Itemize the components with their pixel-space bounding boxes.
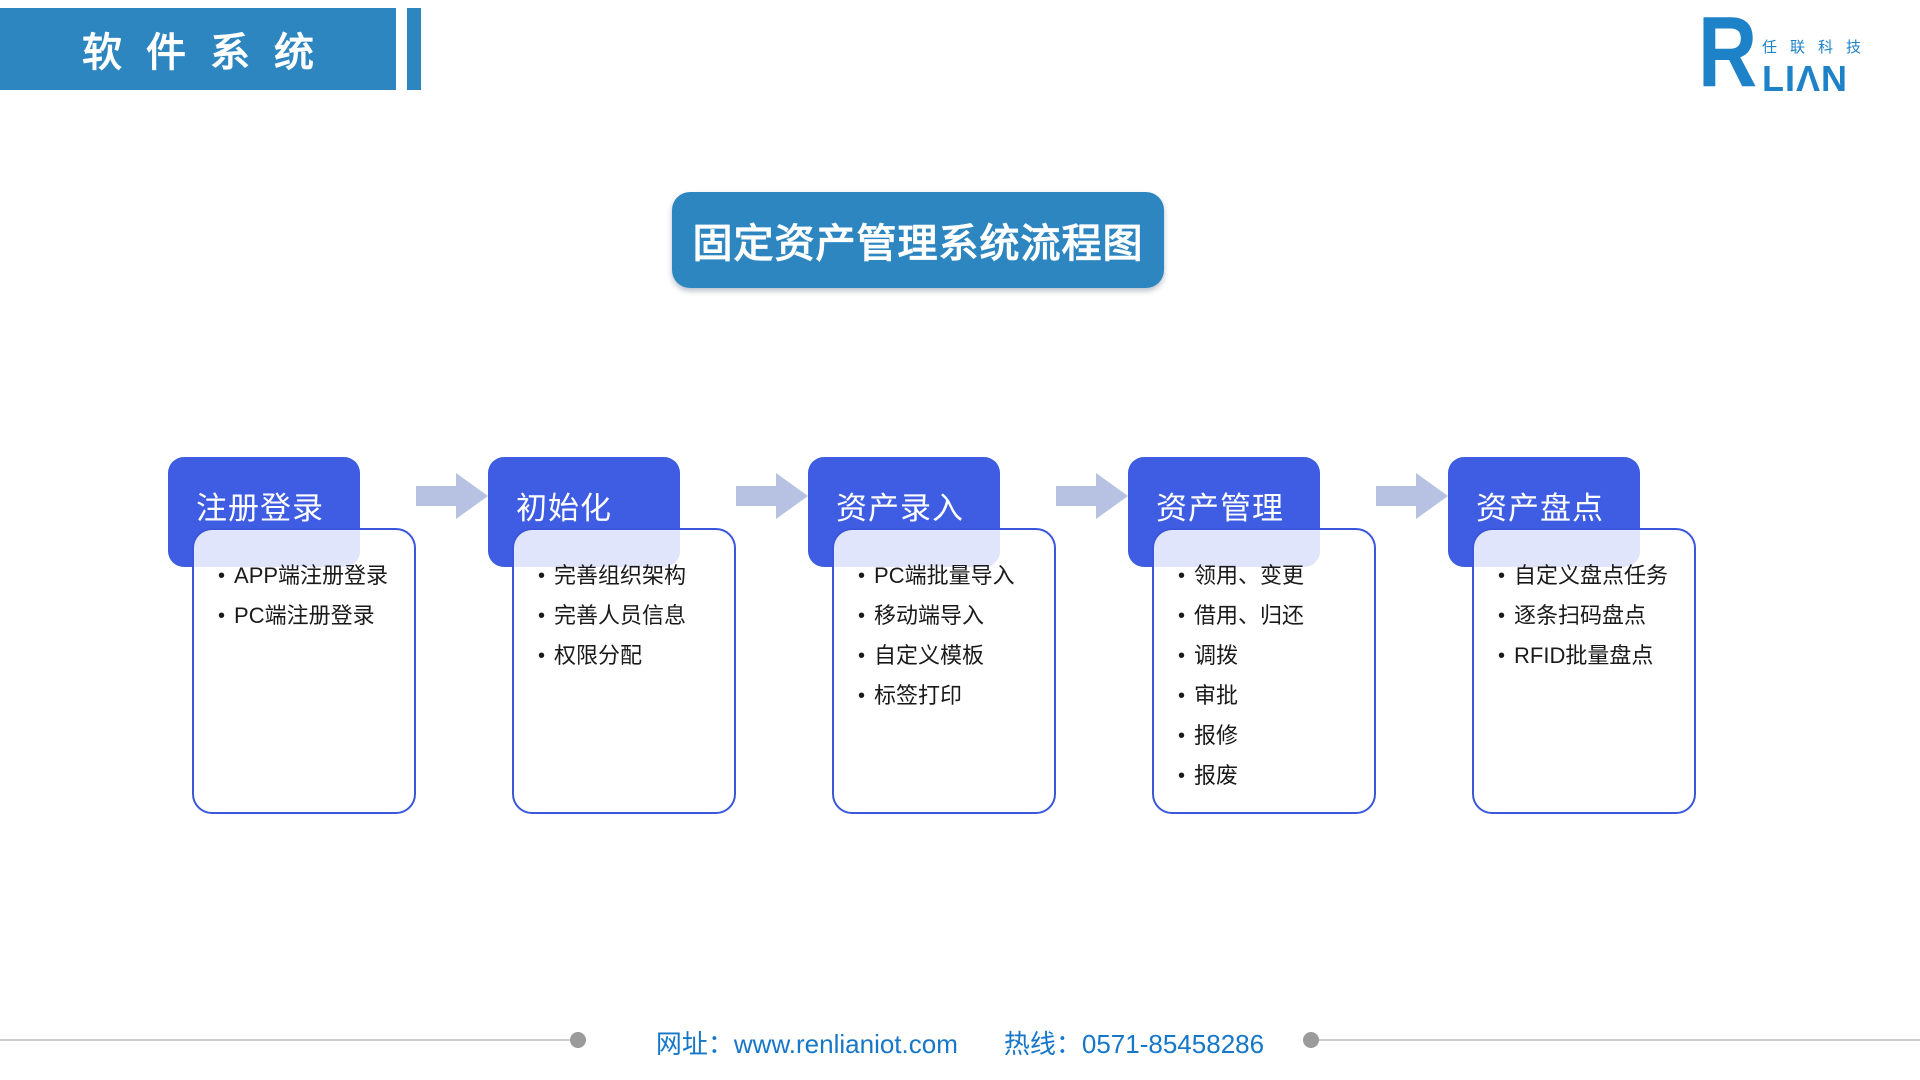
flow-step-item: • 报废: [1178, 756, 1366, 796]
footer-website: 网址：www.renlianiot.com: [655, 1029, 958, 1059]
footer-dot-right: [1303, 1032, 1319, 1048]
flow-diagram: 注册登录•APP端注册登录•PC端注册登录初始化•完善组织架构•完善人员信息•权…: [168, 457, 1696, 814]
logo-text-block: 任联科技 LIΛN: [1762, 36, 1874, 100]
flow-step-item-label: 报废: [1194, 763, 1239, 788]
flow-step-item-label: 领用、变更: [1194, 563, 1305, 588]
bullet-icon: •: [538, 645, 546, 667]
flow-step-item-label: RFID批量盘点: [1514, 643, 1654, 668]
flow-step-item-label: 报修: [1194, 723, 1239, 748]
flow-step-item: • 调拨: [1178, 636, 1366, 676]
flow-arrow-icon: [1056, 473, 1128, 519]
flow-step-item-label: 审批: [1194, 683, 1239, 708]
page-title: 固定资产管理系统流程图: [692, 222, 1144, 266]
slide-header-bar: 软件系统: [0, 8, 396, 90]
flow-step: 初始化•完善组织架构•完善人员信息•权限分配: [488, 457, 736, 814]
bullet-icon: •: [1178, 725, 1186, 747]
footer-contact: 网址：www.renlianiot.com 热线：0571-85458286: [600, 1024, 1320, 1061]
flow-step-item: • 自定义盘点任务: [1498, 556, 1686, 596]
bullet-icon: •: [538, 565, 546, 587]
slide-header-title: 软件系统: [82, 31, 338, 75]
bullet-icon: •: [858, 605, 866, 627]
flow-step-detail-card: • APP端注册登录 • PC端注册登录: [192, 528, 416, 814]
bullet-icon: •: [218, 565, 226, 587]
flow-step-item: • PC端批量导入: [858, 556, 1046, 596]
flow-step: 资产管理•领用、变更•借用、归还•调拨•审批•报修•报废: [1128, 457, 1376, 814]
flow-arrow-icon: [736, 473, 808, 519]
flow-step-detail-card: • 完善组织架构 • 完善人员信息 • 权限分配: [512, 528, 736, 814]
slide-header-accent-bar: [407, 8, 421, 90]
logo-lian-wordmark: LIΛN: [1762, 58, 1849, 99]
flow-step-item-label: 借用、归还: [1194, 603, 1305, 628]
flow-step-item: • 移动端导入: [858, 596, 1046, 636]
flow-step-item-label: 完善组织架构: [554, 563, 687, 588]
flow-arrow-icon: [1376, 473, 1448, 519]
bullet-icon: •: [858, 645, 866, 667]
logo-company-name: 任联科技: [1762, 39, 1875, 56]
flow-step-detail-card: • 自定义盘点任务 • 逐条扫码盘点 • RFID批量盘点: [1472, 528, 1696, 814]
flow-step: 注册登录•APP端注册登录•PC端注册登录: [168, 457, 416, 814]
bullet-icon: •: [858, 685, 866, 707]
flow-arrow-icon: [416, 473, 488, 519]
flow-step-item-label: 逐条扫码盘点: [1514, 603, 1647, 628]
flow-step-item: • 报修: [1178, 716, 1366, 756]
bullet-icon: •: [218, 605, 226, 627]
flow-step-item: • 借用、归还: [1178, 596, 1366, 636]
flow-step-item-label: 移动端导入: [874, 603, 985, 628]
footer-hotline: 热线：0571-85458286: [1003, 1029, 1265, 1059]
flow-step-item-label: 自定义盘点任务: [1514, 563, 1669, 588]
flow-step-item: • 权限分配: [538, 636, 726, 676]
flow-step-detail-card: • PC端批量导入 • 移动端导入 • 自定义模板 • 标签打印: [832, 528, 1056, 814]
bullet-icon: •: [1178, 645, 1186, 667]
company-logo: R 任联科技 LIΛN: [1698, 2, 1898, 106]
bullet-icon: •: [858, 565, 866, 587]
flow-step-item-label: PC端注册登录: [234, 603, 375, 628]
bullet-icon: •: [1498, 645, 1506, 667]
footer-divider-line-left: [0, 1039, 572, 1041]
flow-step: 资产录入•PC端批量导入•移动端导入•自定义模板•标签打印: [808, 457, 1056, 814]
flow-step-item: • 领用、变更: [1178, 556, 1366, 596]
flow-step-item: • RFID批量盘点: [1498, 636, 1686, 676]
flow-step-item-label: APP端注册登录: [234, 563, 389, 588]
flow-step-item: • 逐条扫码盘点: [1498, 596, 1686, 636]
flow-step: 资产盘点•自定义盘点任务•逐条扫码盘点•RFID批量盘点: [1448, 457, 1696, 814]
flow-step-item-label: 完善人员信息: [554, 603, 687, 628]
bullet-icon: •: [1498, 565, 1506, 587]
flow-step-item: • PC端注册登录: [218, 596, 406, 636]
bullet-icon: •: [1498, 605, 1506, 627]
flow-step-detail-card: • 领用、变更 • 借用、归还 • 调拨 • 审批 • 报修 • 报废: [1152, 528, 1376, 814]
bullet-icon: •: [1178, 765, 1186, 787]
flow-step-item: • 自定义模板: [858, 636, 1046, 676]
flow-step-item: • 标签打印: [858, 676, 1046, 716]
title-banner: 固定资产管理系统流程图: [672, 192, 1164, 288]
flow-step-item-label: 自定义模板: [874, 643, 985, 668]
flow-step-item: • 审批: [1178, 676, 1366, 716]
logo-r-letter: R: [1698, 0, 1758, 108]
flow-step-item-label: 标签打印: [874, 683, 963, 708]
flow-step-item-label: PC端批量导入: [874, 563, 1015, 588]
flow-step-item-label: 调拨: [1194, 643, 1239, 668]
bullet-icon: •: [1178, 685, 1186, 707]
footer-divider-line-right: [1319, 1039, 1920, 1041]
bullet-icon: •: [1178, 605, 1186, 627]
flow-step-item: • 完善人员信息: [538, 596, 726, 636]
bullet-icon: •: [538, 605, 546, 627]
bullet-icon: •: [1178, 565, 1186, 587]
flow-step-item: • 完善组织架构: [538, 556, 726, 596]
footer-dot-left: [570, 1032, 586, 1048]
flow-step-item: • APP端注册登录: [218, 556, 406, 596]
flow-step-item-label: 权限分配: [554, 643, 643, 668]
